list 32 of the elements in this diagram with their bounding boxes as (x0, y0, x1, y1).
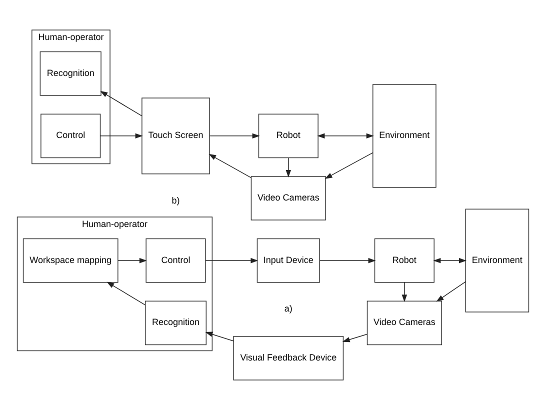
arrow (436, 280, 466, 302)
node-box: Robot (258, 113, 318, 158)
node-box: Recognition (40, 50, 102, 96)
arrow (100, 132, 143, 138)
arrow (209, 132, 260, 138)
arrow (286, 156, 292, 177)
arrow (402, 282, 408, 302)
arrow (118, 257, 147, 263)
node-box: Control (146, 238, 206, 282)
node-box: Video Cameras (366, 300, 442, 345)
node-box: Input Device (256, 238, 320, 282)
node-box: Recognition (144, 300, 207, 345)
arrow (433, 257, 467, 263)
arrow (319, 257, 376, 263)
arrow (342, 333, 368, 342)
arrow (100, 90, 142, 116)
node-box: Environment (372, 84, 436, 188)
arrow (324, 152, 374, 178)
node-box: Touch Screen (142, 97, 210, 174)
node-box: Environment (465, 208, 530, 312)
arrow (317, 132, 374, 138)
node-box: Robot (374, 238, 434, 282)
label: b) (172, 195, 180, 206)
node-box: Visual Feedback Device (233, 336, 344, 380)
node-box: Workspace mapping (22, 238, 118, 282)
node-box: Control (40, 113, 101, 158)
arrow (205, 257, 258, 263)
label: a) (284, 303, 292, 314)
arrow (106, 281, 146, 305)
arrow (208, 153, 252, 178)
arrow (205, 331, 234, 341)
node-box: Video Cameras (250, 176, 326, 220)
